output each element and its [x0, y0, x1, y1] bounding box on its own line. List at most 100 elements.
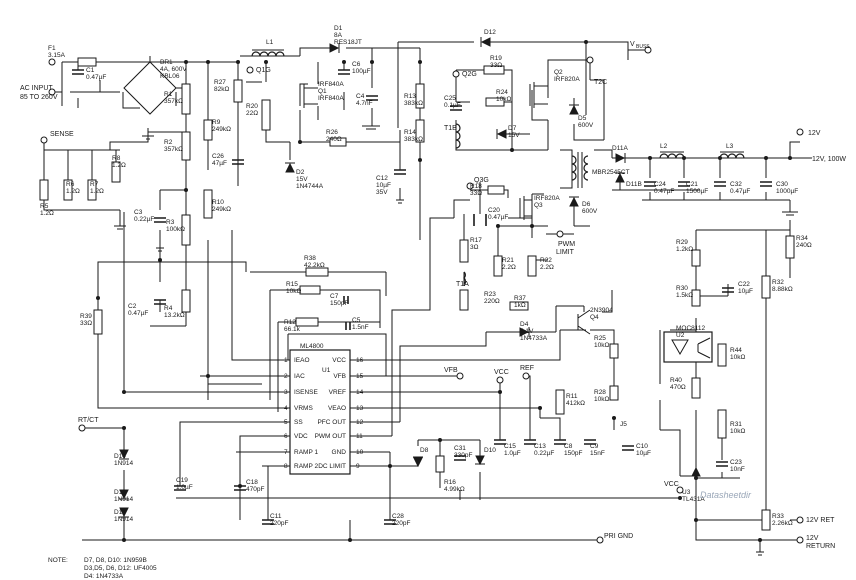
label-vbuss-sub: BUSS	[636, 44, 650, 50]
ref-terminal	[522, 372, 530, 380]
part-label-l3: L3	[726, 143, 734, 150]
ic-u1-unit: U1	[322, 367, 331, 374]
watermark: Datasheetdir	[700, 490, 752, 500]
ic-u1-pin-9-name: DC LIMIT	[318, 463, 346, 470]
label-12v-return-1: 12V	[806, 535, 819, 542]
part-label-d8: D8	[420, 447, 429, 454]
ic-u1-pin-16-name: VCC	[332, 357, 346, 364]
label-t1a: T1A	[456, 281, 469, 288]
ic-u1-pin-3-number: 3	[284, 389, 288, 396]
pwm-limit-terminal	[556, 230, 564, 238]
label-pwm-limit-2: LIMIT	[556, 249, 575, 256]
magnetics	[251, 49, 745, 285]
part-label-j5: J5	[620, 421, 627, 428]
ic-u1-pin-7-number: 7	[284, 449, 288, 456]
ic-u1-pin-4-name: VRMS	[294, 405, 313, 412]
mosfet-q2	[529, 82, 548, 108]
ic-u1-pin-13-number: 13	[356, 405, 364, 412]
ic-u1-pin-5-name: SS	[294, 419, 303, 426]
label-vbuss: V	[630, 41, 635, 48]
label-ref: REF	[520, 365, 534, 372]
diodes	[119, 37, 626, 518]
ic-u1-pin-3-name: ISENSE	[294, 389, 319, 396]
part-label-d12: D12	[484, 29, 496, 36]
part-label-d11a: D11A	[612, 145, 628, 152]
inductor-l3	[719, 153, 745, 159]
label-vfb: VFB	[444, 367, 458, 374]
ic-u1-body	[289, 349, 351, 475]
ac-input-terminal-1	[48, 58, 56, 66]
ic-u1-pin-11-name: PWM OUT	[315, 433, 346, 440]
12v-out-terminal	[796, 128, 804, 136]
vcc-terminal	[496, 376, 504, 384]
ic-u1-pin-9-number: 9	[356, 463, 360, 470]
pri-gnd-terminal	[596, 536, 604, 544]
inductor-l2	[659, 153, 685, 159]
label-q1g: Q1G	[256, 67, 271, 74]
part-label-l1: L1	[266, 39, 274, 46]
ic-u1-pin-2-name: IAC	[294, 373, 305, 380]
part-label-mbr: MBR2545CT	[592, 169, 630, 176]
resistors	[39, 57, 795, 531]
ic-u1-pin-1-name: IEAO	[294, 357, 310, 364]
ic-u1-pin-15-name: VFB	[333, 373, 346, 380]
label-vcc-right: VCC	[664, 481, 679, 488]
label-ac-range: 85 TO 260V	[20, 94, 58, 101]
transistors	[299, 82, 591, 335]
label-12v: 12V	[808, 130, 821, 137]
ic-u1-pin-2-number: 2	[284, 373, 288, 380]
sense-terminal	[40, 136, 48, 144]
ic-u1-pin-11-number: 11	[356, 433, 363, 440]
q2g-terminal	[452, 70, 460, 78]
shunt-regulator-u3	[691, 466, 701, 477]
q3g-terminal	[466, 182, 474, 190]
fuse-f1	[77, 57, 97, 67]
label-t1b: T1B	[444, 125, 457, 132]
